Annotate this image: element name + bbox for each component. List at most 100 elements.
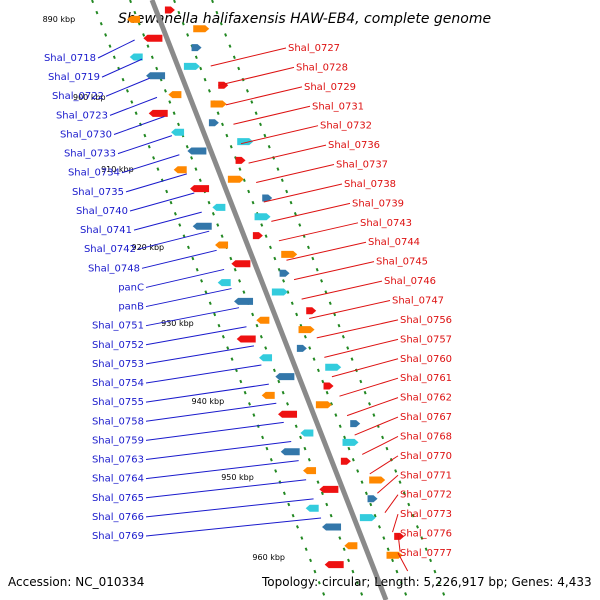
gene-arrow [340, 457, 351, 465]
gene-arrow [359, 514, 376, 522]
left-gene-label: Shal_0741 [80, 225, 132, 236]
right-leader-line [392, 514, 399, 533]
right-gene-label: Shal_0738 [344, 179, 396, 190]
right-gene-label: Shal_0736 [328, 140, 380, 151]
right-leader-line [278, 222, 359, 242]
gene-arrow [280, 448, 300, 456]
left-leader-line [113, 116, 165, 135]
left-gene-label: Shal_0734 [68, 168, 120, 179]
gene-arrow [342, 438, 359, 446]
right-gene-label: Shal_0745 [376, 257, 428, 268]
left-leader-line [145, 383, 269, 403]
gene-arrow [164, 6, 175, 14]
left-leader-line [145, 517, 322, 537]
right-leader-line [369, 455, 399, 475]
right-leader-line [397, 552, 409, 572]
gene-arrow [259, 354, 273, 362]
gene-arrow [394, 532, 405, 540]
gene-arrow [254, 213, 271, 221]
right-gene-label: Shal_0771 [400, 470, 452, 481]
left-leader-line [145, 307, 240, 327]
right-gene-label: Shal_0757 [400, 334, 452, 345]
gene-arrow [252, 232, 263, 240]
right-leader-line [377, 474, 399, 494]
right-leader-line [218, 66, 295, 86]
left-leader-line [145, 345, 255, 365]
gene-arrow [231, 260, 251, 268]
left-leader-line [117, 135, 173, 155]
right-leader-line [233, 105, 311, 125]
gene-arrow [234, 297, 254, 305]
left-leader-line [137, 230, 210, 250]
right-leader-line [397, 533, 401, 552]
gene-arrow [275, 373, 295, 381]
right-leader-line [324, 338, 399, 358]
gene-arrow [298, 326, 315, 334]
gene-arrow [236, 335, 256, 343]
kbp-marker: 930 kbp [161, 319, 194, 328]
gene-arrow [190, 185, 210, 193]
right-leader-line [293, 261, 375, 281]
left-gene-label: Shal_0748 [88, 263, 140, 274]
left-gene-label: Shal_0759 [92, 435, 144, 446]
gene-arrow [324, 561, 344, 569]
right-leader-line [384, 494, 399, 514]
left-leader-line [105, 77, 150, 97]
right-gene-label: Shal_0768 [400, 431, 452, 442]
gene-arrow [168, 91, 182, 99]
gene-arrow [173, 166, 187, 174]
right-gene-label: Shal_0737 [336, 160, 388, 171]
right-gene-label: Shal_0760 [400, 354, 452, 365]
right-gene-label: Shal_0773 [400, 509, 452, 520]
left-leader-line [145, 268, 225, 288]
kbp-marker: 910 kbp [101, 165, 134, 174]
gene-arrow [305, 504, 319, 512]
kbp-marker: 920 kbp [132, 243, 165, 252]
right-gene-label: Shal_0731 [312, 101, 364, 112]
right-gene-label: Shal_0744 [368, 237, 420, 248]
right-leader-line [301, 280, 383, 300]
left-leader-line [125, 173, 187, 193]
gene-arrow [171, 128, 185, 136]
gene-arrow [306, 307, 317, 315]
left-leader-line [145, 460, 299, 480]
accession-text: Accession: NC_010334 [8, 575, 144, 589]
gene-arrow [127, 15, 141, 23]
gene-arrow [148, 109, 168, 117]
right-leader-line [225, 86, 303, 106]
gene-arrow [271, 288, 288, 296]
right-leader-line [256, 164, 335, 184]
left-gene-label: Shal_0755 [92, 397, 144, 408]
gene-arrow [369, 476, 386, 484]
gene-arrow [344, 542, 358, 550]
left-leader-line [145, 498, 314, 518]
gene-arrow [261, 391, 275, 399]
gene-arrow [325, 363, 342, 371]
gene-arrow [300, 429, 314, 437]
left-gene-label: Shal_0742 [84, 244, 136, 255]
right-gene-label: Shal_0743 [360, 218, 412, 229]
left-gene-label: Shal_0766 [92, 512, 144, 523]
left-gene-label: Shal_0769 [92, 531, 144, 542]
kbp-marker: 890 kbp [43, 15, 76, 24]
gene-arrow [322, 523, 342, 531]
right-leader-line [271, 202, 351, 222]
gene-arrow [367, 495, 378, 503]
left-gene-label: Shal_0758 [92, 416, 144, 427]
left-gene-label: Shal_0751 [92, 321, 144, 332]
left-leader-line [101, 58, 143, 78]
right-gene-label: Shal_0772 [400, 490, 452, 501]
left-leader-line [129, 192, 195, 212]
kbp-marker: 950 kbp [221, 473, 254, 482]
gene-arrow [192, 222, 212, 230]
left-gene-label: Shal_0752 [92, 340, 144, 351]
gene-arrow [215, 241, 229, 249]
right-gene-label: Shal_0777 [400, 548, 452, 559]
right-gene-label: Shal_0746 [384, 276, 436, 287]
gene-arrow [208, 119, 219, 127]
left-gene-label: Shal_0735 [72, 187, 124, 198]
left-gene-label: Shal_0753 [92, 359, 144, 370]
right-leader-line [331, 358, 399, 378]
